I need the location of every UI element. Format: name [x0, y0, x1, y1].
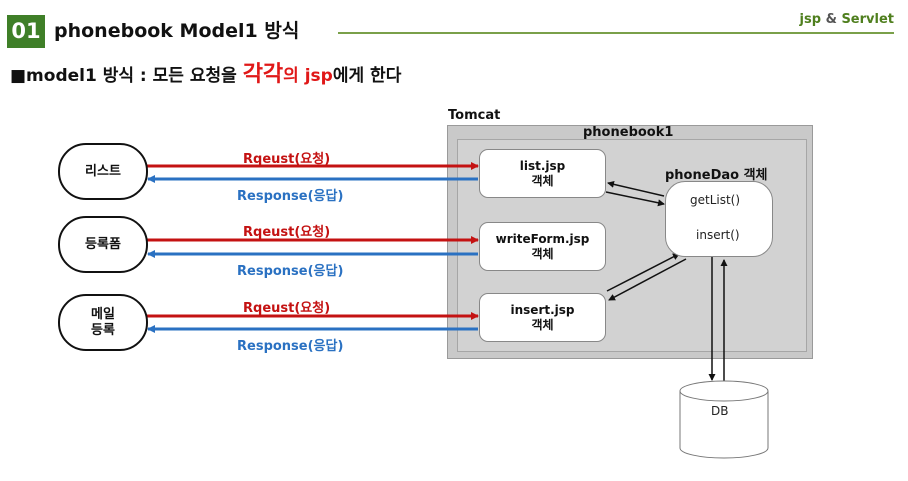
subtitle-jsp: jsp: [304, 66, 333, 86]
client-label-line2: 등록: [91, 322, 115, 338]
dao-title: phoneDao 객체: [665, 168, 768, 183]
jsp-name: insert.jsp: [510, 302, 575, 317]
jsp-box-writeform: writeForm.jsp 객체: [479, 222, 606, 271]
title-underline: [338, 32, 894, 34]
subtitle-highlight: 각각: [242, 62, 284, 87]
brand-servlet: Servlet: [841, 12, 894, 27]
request-label: Rqeust(요청): [243, 301, 331, 316]
request-label: Rqeust(요청): [243, 152, 331, 167]
db-cylinder: [679, 380, 769, 459]
jsp-box-list: list.jsp 객체: [479, 149, 606, 198]
section-number-badge: 01: [7, 15, 45, 48]
list-to-dao-arrow: [605, 191, 665, 207]
brand-amp: &: [821, 12, 842, 27]
client-label: 등록폼: [85, 236, 121, 252]
insert-to-dao-arrow: [606, 253, 680, 292]
app-label: phonebook1: [583, 125, 674, 140]
db-label: DB: [711, 404, 729, 418]
response-label: Response(응답): [237, 264, 344, 279]
subtitle-prefix: ■model1 방식 : 모든 요청을: [10, 66, 243, 86]
brand-jsp: jsp: [799, 12, 822, 27]
jsp-sub: 객체: [531, 317, 554, 332]
dao-method-insert: insert(): [696, 228, 740, 242]
jsp-name: writeForm.jsp: [495, 231, 590, 246]
jsp-sub: 객체: [531, 246, 554, 261]
page-title: phonebook Model1 방식: [54, 20, 300, 42]
client-label: 리스트: [85, 163, 121, 179]
dao-to-insert-arrow: [608, 258, 687, 301]
dao-method-getlist: getList(): [690, 193, 741, 207]
request-label: Rqeust(요청): [243, 225, 331, 240]
subtitle-suffix: 에게 한다: [332, 66, 402, 86]
dao-box: [665, 181, 773, 257]
subtitle: ■model1 방식 : 모든 요청을 각각의 jsp에게 한다: [10, 60, 401, 91]
client-list-button: 리스트: [58, 143, 148, 200]
client-label-line1: 메일: [91, 306, 115, 322]
brand-label: jsp & Servlet: [800, 12, 894, 27]
dao-to-list-arrow: [607, 180, 665, 197]
jsp-box-insert: insert.jsp 객체: [479, 293, 606, 342]
subtitle-mid: 의: [283, 66, 305, 86]
tomcat-label: Tomcat: [448, 108, 501, 123]
response-label: Response(응답): [237, 339, 344, 354]
response-label: Response(응답): [237, 189, 344, 204]
client-writeform-button: 등록폼: [58, 216, 148, 273]
jsp-name: list.jsp: [519, 158, 566, 173]
jsp-sub: 객체: [531, 173, 554, 188]
